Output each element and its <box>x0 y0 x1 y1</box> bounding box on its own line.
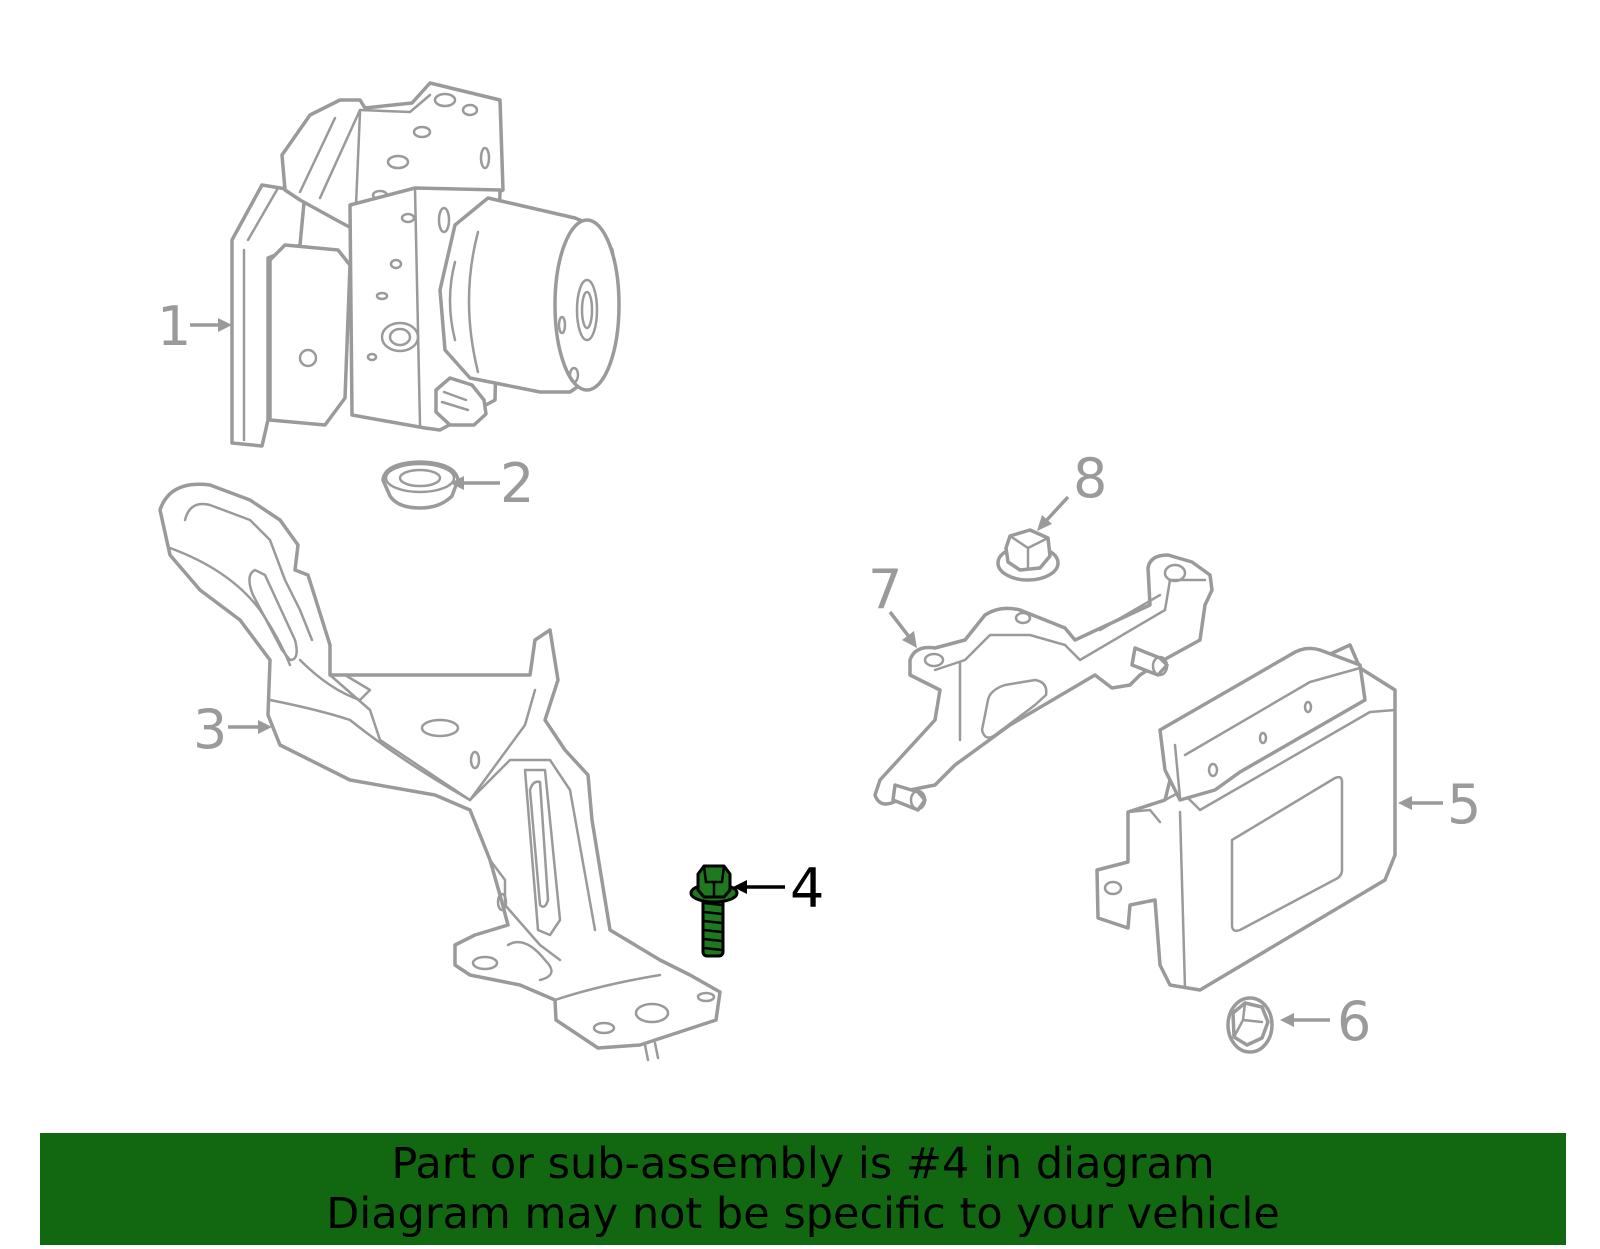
banner-line-part-number: Part or sub-assembly is #4 in diagram <box>391 1139 1215 1189</box>
leader-5 <box>1398 796 1443 810</box>
callout-8: 8 <box>1073 447 1107 510</box>
callout-5: 5 <box>1447 773 1481 836</box>
leader-8 <box>1037 495 1070 531</box>
banner-line-disclaimer: Diagram may not be specific to your vehi… <box>326 1189 1280 1239</box>
part-2-grommet[interactable] <box>381 460 460 510</box>
part-3-bracket[interactable] <box>158 482 722 1062</box>
part-7-ecu-bracket[interactable] <box>873 553 1214 812</box>
part-6-nut[interactable] <box>1226 996 1274 1054</box>
callout-1: 1 <box>157 295 191 358</box>
leader-2 <box>450 476 500 490</box>
info-banner: Part or sub-assembly is #4 in diagram Di… <box>40 1133 1566 1245</box>
callout-4: 4 <box>790 857 824 920</box>
part-1-abs-module[interactable] <box>230 81 621 448</box>
part-8-nut[interactable] <box>996 528 1060 582</box>
callout-3: 3 <box>193 698 227 761</box>
part-5-control-unit[interactable] <box>1095 643 1397 992</box>
callout-2: 2 <box>500 452 534 515</box>
leader-4 <box>733 880 785 894</box>
callout-6: 6 <box>1337 990 1371 1053</box>
leader-3 <box>228 720 272 734</box>
leader-7 <box>888 610 917 648</box>
leader-1 <box>190 318 232 332</box>
callout-7: 7 <box>868 558 902 621</box>
part-4-bolt[interactable] <box>689 864 739 958</box>
leader-6 <box>1280 1013 1330 1027</box>
